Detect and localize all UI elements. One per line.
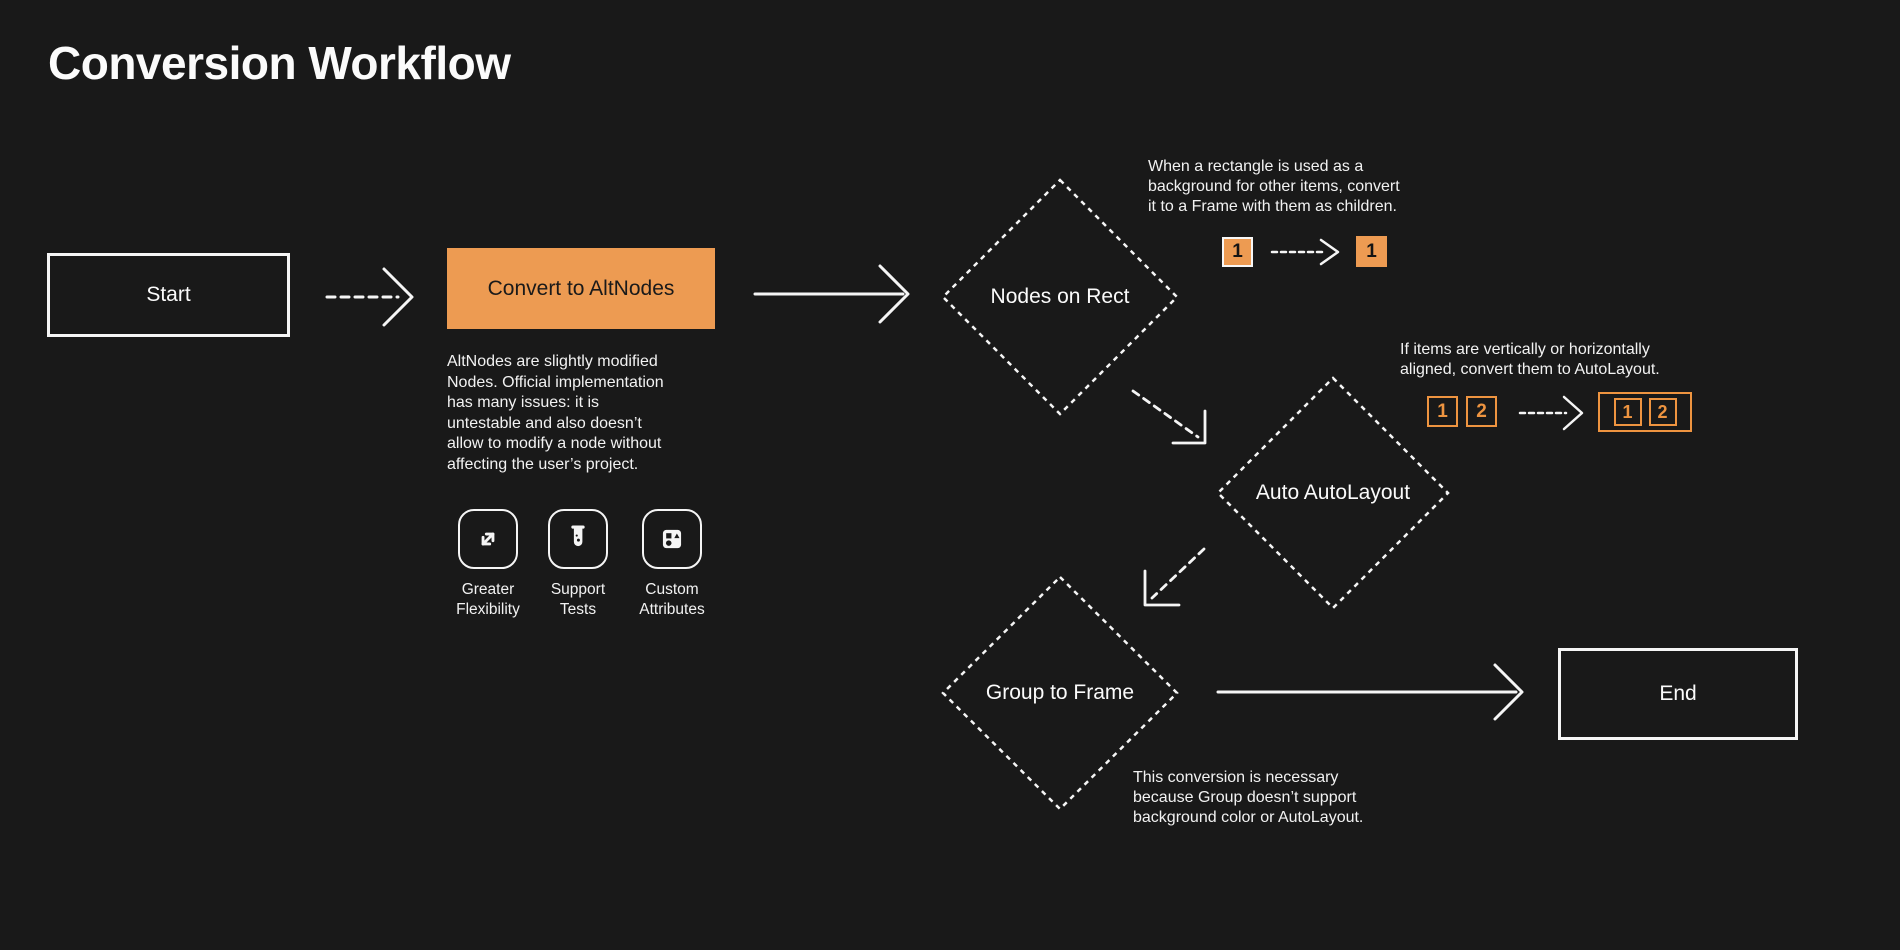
group-to-frame-label: Group to Frame bbox=[985, 681, 1135, 704]
mini-arrow-rect-example bbox=[1270, 238, 1340, 266]
end-node-label: End bbox=[1659, 682, 1697, 705]
auto-autolayout-label: Auto AutoLayout bbox=[1255, 481, 1411, 504]
start-node-label: Start bbox=[146, 283, 191, 306]
arrow-auto-autolayout-to-group-to-frame bbox=[1143, 547, 1206, 607]
feature-label: Greater Flexibility bbox=[456, 581, 520, 618]
convert-node-label: Convert to AltNodes bbox=[487, 276, 675, 300]
arrow-nodes-on-rect-to-auto-autolayout bbox=[1131, 389, 1207, 445]
autolayout-example-before-box-2: 2 bbox=[1466, 396, 1497, 427]
group-to-frame-note: This conversion is necessary because Gro… bbox=[1133, 769, 1364, 826]
arrow-start-to-convert bbox=[325, 267, 414, 327]
convert-to-altnodes-node: Convert to AltNodes bbox=[447, 248, 715, 329]
autolayout-note: If items are vertically or horizontally … bbox=[1400, 341, 1660, 378]
shapes-icon bbox=[642, 509, 702, 569]
arrow-group-to-frame-to-end bbox=[1216, 663, 1524, 721]
autolayout-example-after-group: 1 2 bbox=[1598, 392, 1692, 432]
rect-to-frame-note: When a rectangle is used as a background… bbox=[1148, 158, 1400, 215]
nodes-on-rect-label: Nodes on Rect bbox=[990, 285, 1130, 308]
start-node: Start bbox=[47, 253, 290, 337]
feature-custom-attributes: Custom Attributes bbox=[624, 509, 720, 620]
expand-arrows-icon bbox=[458, 509, 518, 569]
feature-label: Support Tests bbox=[550, 581, 606, 618]
autolayout-example-after-box-2: 2 bbox=[1648, 398, 1677, 426]
mini-arrow-autolayout-example bbox=[1518, 395, 1584, 431]
feature-label: Custom Attributes bbox=[639, 581, 705, 618]
end-node: End bbox=[1558, 648, 1798, 740]
diamond-auto-autolayout bbox=[1216, 376, 1450, 610]
altnodes-description: AltNodes are slightly modified Nodes. Of… bbox=[447, 353, 664, 473]
diamond-nodes-on-rect bbox=[941, 178, 1179, 416]
arrow-convert-to-nodes-on-rect bbox=[753, 264, 910, 324]
feature-greater-flexibility: Greater Flexibility bbox=[440, 509, 536, 620]
page-title: Conversion Workflow bbox=[48, 37, 511, 89]
feature-support-tests: Support Tests bbox=[530, 509, 626, 620]
rect-example-after-box: 1 bbox=[1356, 236, 1387, 267]
rect-example-before-box: 1 bbox=[1222, 237, 1253, 267]
autolayout-example-after-box-1: 1 bbox=[1613, 398, 1642, 426]
autolayout-example-before-box-1: 1 bbox=[1427, 396, 1458, 427]
test-tube-icon bbox=[548, 509, 608, 569]
